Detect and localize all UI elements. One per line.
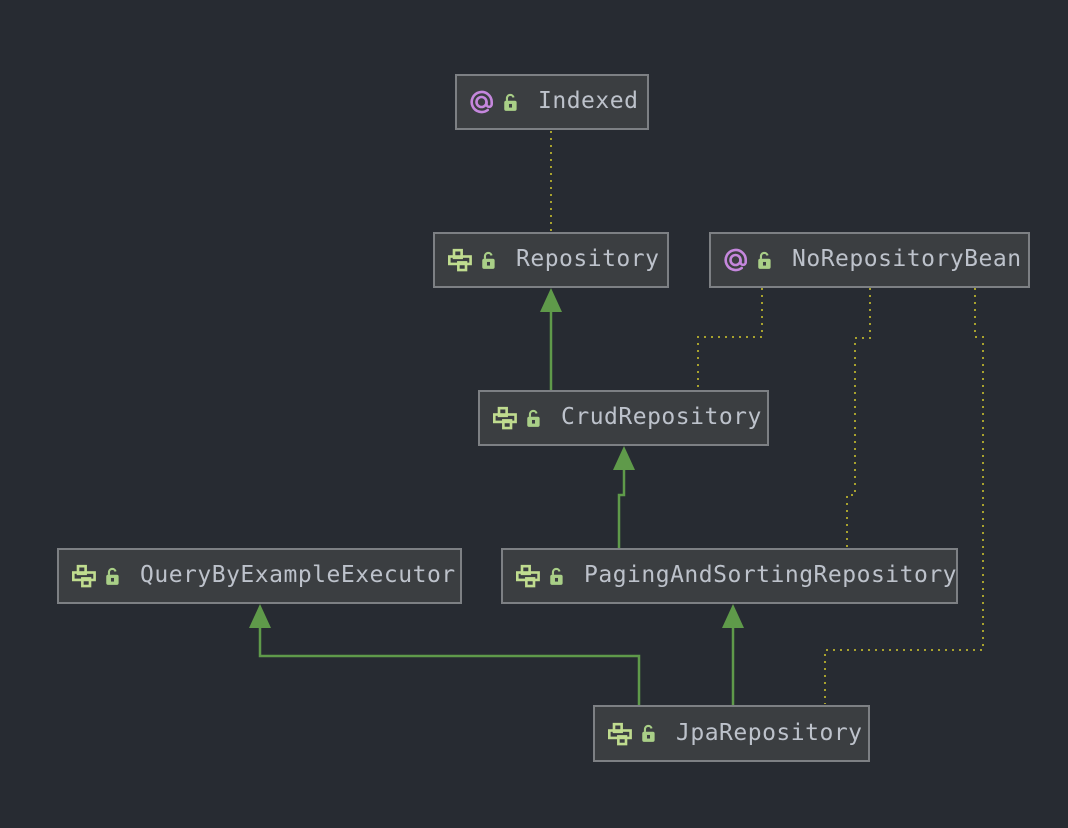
edge-annotation-norepositorybean-to-jparepository [824, 288, 984, 704]
arrowhead-to-querybyexampleexecutor [249, 604, 271, 628]
arrowhead-to-repository [540, 288, 562, 312]
annotation-at-icon [470, 90, 494, 114]
node-label: PagingAndSortingRepository [584, 562, 958, 588]
node-pagingandsortingrepository[interactable]: PagingAndSortingRepository [501, 548, 958, 604]
node-label: Indexed [538, 88, 639, 114]
node-repository[interactable]: Repository [433, 232, 669, 288]
interface-icon [448, 248, 472, 272]
edge-annotation-norepositorybean-to-crudrepository [697, 288, 763, 389]
node-jparepository[interactable]: JpaRepository [593, 705, 870, 762]
node-querybyexampleexecutor[interactable]: QueryByExampleExecutor [57, 548, 462, 604]
edge-extends-jparepository-to-querybyexampleexecutor [258, 624, 641, 705]
arrowhead-to-pagingandsortingrepository [722, 604, 744, 628]
edge-extends-pagingandsortingrepository-to-crudrepository [617, 466, 626, 548]
arrowhead-to-crudrepository [613, 446, 635, 470]
lock-icon [104, 566, 122, 587]
annotation-at-icon [724, 248, 748, 272]
interface-icon [516, 564, 540, 588]
node-crudrepository[interactable]: CrudRepository [478, 390, 769, 446]
lock-icon [525, 408, 543, 429]
node-label: JpaRepository [676, 719, 863, 746]
node-label: CrudRepository [561, 404, 762, 430]
node-norepositorybean[interactable]: NoRepositoryBean [709, 232, 1030, 288]
node-label: QueryByExampleExecutor [140, 562, 456, 588]
lock-icon [502, 92, 520, 113]
node-label: NoRepositoryBean [792, 246, 1022, 272]
edge-annotation-norepositorybean-to-pagingandsortingrepository [846, 288, 871, 547]
lock-icon [548, 566, 566, 587]
interface-icon [72, 564, 96, 588]
node-indexed[interactable]: Indexed [455, 74, 649, 130]
node-label: Repository [516, 246, 660, 272]
lock-icon [756, 250, 774, 271]
interface-icon [608, 722, 632, 746]
lock-icon [640, 723, 658, 744]
interface-icon [493, 406, 517, 430]
lock-icon [480, 250, 498, 271]
